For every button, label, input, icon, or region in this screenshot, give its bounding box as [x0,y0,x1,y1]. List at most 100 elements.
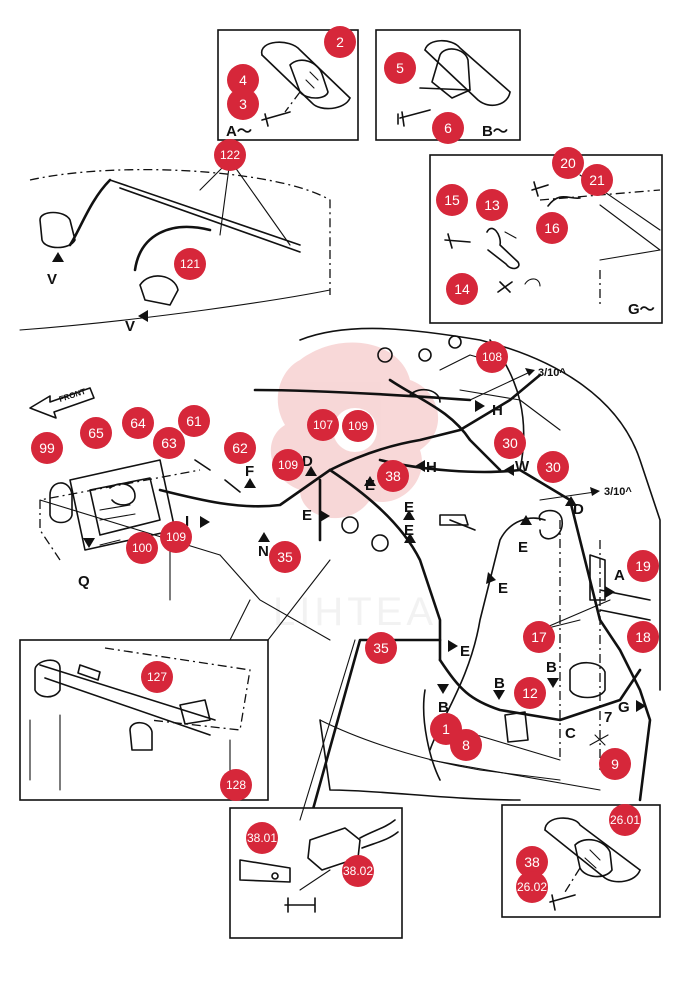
panel-label-b: B～ [482,123,508,140]
svg-text:8: 8 [462,737,470,753]
svg-text:109: 109 [278,458,298,472]
svg-text:3: 3 [239,96,247,112]
letter-e1: E [302,507,312,524]
svg-text:128: 128 [226,778,246,792]
letter-e2: E [365,477,375,494]
callout-14: 14 [446,273,478,305]
letter-h2: H [426,459,437,476]
callout-19: 19 [627,550,659,582]
letter-w1: W [515,458,530,475]
callout-3: 3 [227,88,259,120]
panel-label-g: G～ [628,301,655,318]
callout-127: 127 [141,661,173,693]
callout-12: 12 [514,677,546,709]
svg-text:38.02: 38.02 [343,864,373,878]
callout-30-b: 30 [537,451,569,483]
callout-2: 2 [324,26,356,58]
callout-6: 6 [432,112,464,144]
svg-text:30: 30 [502,435,518,451]
callout-21: 21 [581,164,613,196]
svg-text:13: 13 [484,197,500,213]
letter-h1: H [492,402,503,419]
letter-n1: N [258,543,269,560]
callout-38-a: 38 [377,460,409,492]
callout-9: 9 [599,748,631,780]
svg-text:108: 108 [482,350,502,364]
svg-text:99: 99 [39,440,55,456]
callout-26-01: 26.01 [609,804,641,836]
letter-q1: Q [78,573,90,590]
svg-text:6: 6 [444,120,452,136]
svg-text:61: 61 [186,413,202,429]
svg-text:17: 17 [531,629,547,645]
callout-122: 122 [214,139,246,171]
letter-e4: E [404,522,414,539]
callout-109-a: 109 [342,410,374,442]
callout-121: 121 [174,248,206,280]
callout-64: 64 [122,407,154,439]
svg-text:20: 20 [560,155,576,171]
letter-e7: E [460,643,470,660]
svg-text:65: 65 [88,425,104,441]
callout-38-02: 38.02 [342,855,374,887]
svg-text:14: 14 [454,281,470,297]
svg-text:107: 107 [313,418,333,432]
letter-v1: V [47,271,57,288]
letter-f1: F [245,463,254,480]
letter-e3: E [404,499,414,516]
callout-4: 4 [227,64,259,96]
svg-text:12: 12 [522,685,538,701]
svg-text:38: 38 [385,468,401,484]
svg-text:30: 30 [545,459,561,475]
callout-17: 17 [523,621,555,653]
callout-13: 13 [476,189,508,221]
main-machine: Q I F N D E E E E H H W E E E D A B B [39,327,661,822]
svg-text:26.01: 26.01 [610,813,640,827]
svg-text:18: 18 [635,629,651,645]
svg-text:21: 21 [589,172,605,188]
letter-b1: B [438,699,449,716]
callout-61: 61 [178,405,210,437]
svg-text:1: 1 [442,721,450,737]
letter-c1: C [565,725,576,742]
svg-text:63: 63 [161,435,177,451]
letter-e5: E [518,539,528,556]
svg-text:62: 62 [232,440,248,456]
callout-8: 8 [450,729,482,761]
svg-text:35: 35 [373,640,389,656]
svg-text:127: 127 [147,670,167,684]
letter-e6: E [498,580,508,597]
svg-text:38: 38 [524,854,540,870]
callout-18: 18 [627,621,659,653]
svg-text:16: 16 [544,220,560,236]
callout-100: 100 [126,532,158,564]
panel-label-a: A～ [226,123,252,140]
watermark-text: LIHTEA [273,590,437,634]
callout-108: 108 [476,341,508,373]
svg-text:4: 4 [239,72,247,88]
callout-38-01: 38.01 [246,822,278,854]
svg-text:19: 19 [635,558,651,574]
svg-text:121: 121 [180,257,200,271]
callouts: 2 4 3 5 6 122 121 20 21 15 13 16 14 108 … [31,26,659,903]
svg-text:2: 2 [336,34,344,50]
svg-text:64: 64 [130,415,146,431]
ref-label-left: 3/10^ [538,367,566,379]
callout-16: 16 [536,212,568,244]
front-arrow: FRONT [29,387,95,419]
letter-a1: A [614,567,625,584]
svg-text:100: 100 [132,541,152,555]
letter-g1: G [618,699,630,716]
svg-text:15: 15 [444,192,460,208]
callout-5: 5 [384,52,416,84]
callout-38-b: 38 [516,846,548,878]
callout-107: 107 [307,409,339,441]
svg-text:9: 9 [611,756,619,772]
letter-v2: V [125,318,135,335]
callout-109-b: 109 [272,449,304,481]
letter-i1: I [185,513,189,530]
callout-30-a: 30 [494,427,526,459]
letter-d1: D [302,453,313,470]
callout-65: 65 [80,417,112,449]
